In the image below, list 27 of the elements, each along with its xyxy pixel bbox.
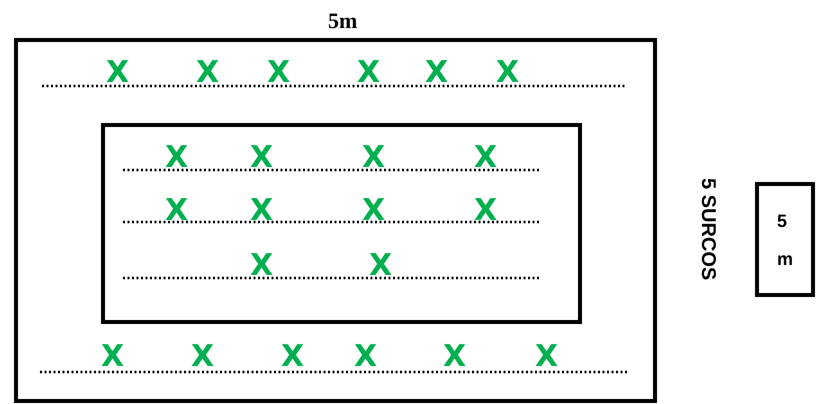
inner-plot-outline (101, 123, 582, 324)
plant-mark: X (250, 196, 274, 226)
plant-mark: X (281, 342, 304, 372)
plant-mark: X (267, 58, 290, 88)
plant-mark: X (443, 342, 466, 372)
plant-mark: X (496, 58, 520, 88)
plant-mark: X (196, 58, 220, 88)
small-plot-box (755, 182, 815, 297)
plant-mark: X (369, 251, 392, 281)
plant-mark: X (106, 58, 130, 88)
plant-mark: X (165, 143, 188, 173)
plant-mark: X (362, 143, 386, 173)
plant-mark: X (535, 342, 558, 372)
plant-mark: X (357, 58, 380, 88)
furrow-count-label: 5 SURCOS (696, 178, 720, 280)
plant-mark: X (250, 143, 274, 173)
plant-mark: X (474, 196, 498, 226)
plant-mark: X (425, 58, 448, 88)
plant-mark: X (474, 143, 498, 173)
plant-mark: X (250, 251, 274, 281)
plant-mark: X (362, 196, 386, 226)
plant-mark: X (354, 342, 378, 372)
width-heading: 5m (328, 8, 358, 34)
plant-mark: X (101, 342, 124, 372)
plant-mark: X (165, 196, 188, 226)
size-label: 5 m (777, 210, 793, 271)
plant-mark: X (191, 342, 214, 372)
